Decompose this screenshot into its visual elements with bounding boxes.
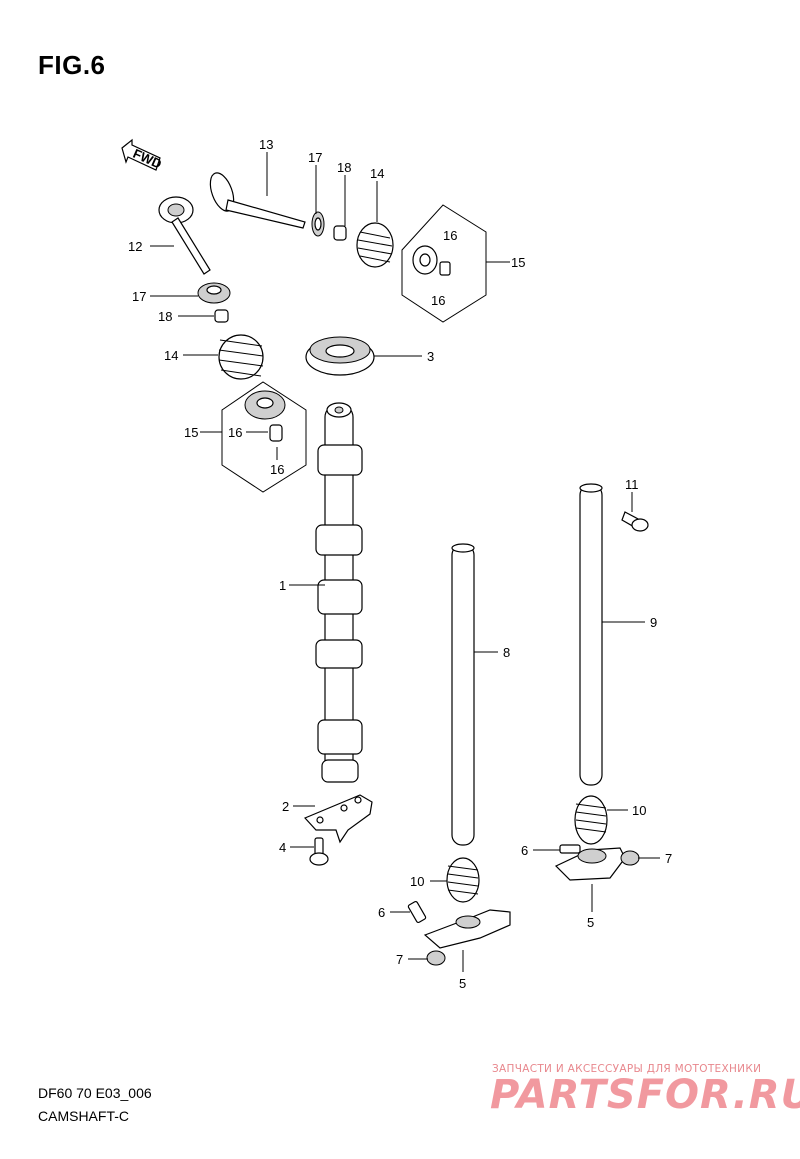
figure-title: FIG.6 xyxy=(38,50,106,80)
screw xyxy=(621,511,649,532)
valve-spring-upper xyxy=(356,222,394,268)
callout-3: 3 xyxy=(427,349,434,364)
callout-14: 14 xyxy=(370,166,384,181)
rocker-spring-left xyxy=(446,857,480,903)
camshaft xyxy=(315,402,363,783)
callout-18: 18 xyxy=(337,160,351,175)
callout-16: 16 xyxy=(228,425,242,440)
callout-labels: 13 17 18 14 16 15 16 12 17 18 14 3 15 16… xyxy=(128,137,672,991)
retainer-kit-upper xyxy=(401,204,487,323)
callout-7: 7 xyxy=(665,851,672,866)
callout-13: 13 xyxy=(259,137,273,152)
fwd-arrow-icon: FWD xyxy=(121,138,164,172)
watermark-tagline: ЗАПЧАСТИ И АКСЕССУАРЫ ДЛЯ МОТОТЕХНИКИ xyxy=(492,1063,762,1075)
callout-16: 16 xyxy=(431,293,445,308)
callout-10: 10 xyxy=(410,874,424,889)
callout-7: 7 xyxy=(396,952,403,967)
callout-4: 4 xyxy=(279,840,286,855)
callout-1: 1 xyxy=(279,578,286,593)
callout-17: 17 xyxy=(308,150,322,165)
callout-16: 16 xyxy=(443,228,457,243)
thrust-plate xyxy=(303,794,373,844)
rocker-arm-right xyxy=(554,847,626,881)
callout-18: 18 xyxy=(158,309,172,324)
callout-16: 16 xyxy=(270,462,284,477)
bolt xyxy=(309,837,329,866)
callout-6: 6 xyxy=(378,905,385,920)
bearing-ring xyxy=(305,336,375,376)
cotter-lower xyxy=(214,309,229,323)
leader-lines xyxy=(150,152,660,972)
rocker-shaft-8 xyxy=(451,543,475,846)
retainer-kit-lower xyxy=(221,381,307,493)
valve-spring-lower xyxy=(218,334,264,380)
callout-15: 15 xyxy=(511,255,525,270)
callout-17: 17 xyxy=(132,289,146,304)
callout-2: 2 xyxy=(282,799,289,814)
callout-12: 12 xyxy=(128,239,142,254)
figure-code: DF60 70 E03_006 xyxy=(38,1085,152,1101)
callout-10: 10 xyxy=(632,803,646,818)
adjust-screw-left xyxy=(407,900,427,924)
callout-8: 8 xyxy=(503,645,510,660)
callout-5: 5 xyxy=(587,915,594,930)
callout-14: 14 xyxy=(164,348,178,363)
fwd-label: FWD xyxy=(131,146,164,172)
cotter-upper xyxy=(333,225,347,241)
valve-seal-lower xyxy=(197,282,231,304)
callout-15: 15 xyxy=(184,425,198,440)
callout-6: 6 xyxy=(521,843,528,858)
rocker-arm-left xyxy=(423,909,511,949)
callout-11: 11 xyxy=(625,477,639,492)
valve-lower xyxy=(158,196,211,275)
figure-name: CAMSHAFT-C xyxy=(38,1108,129,1124)
callout-5: 5 xyxy=(459,976,466,991)
adjust-screw-right xyxy=(559,844,581,854)
rocker-shaft-9 xyxy=(579,483,603,786)
nut-left xyxy=(426,950,446,966)
valve-seal-upper xyxy=(311,211,325,237)
valve-upper xyxy=(209,172,306,229)
watermark-brand: PARTSFOR.RU xyxy=(490,1072,800,1118)
callout-9: 9 xyxy=(650,615,657,630)
nut-right xyxy=(620,850,640,866)
rocker-spring-right xyxy=(574,795,608,845)
